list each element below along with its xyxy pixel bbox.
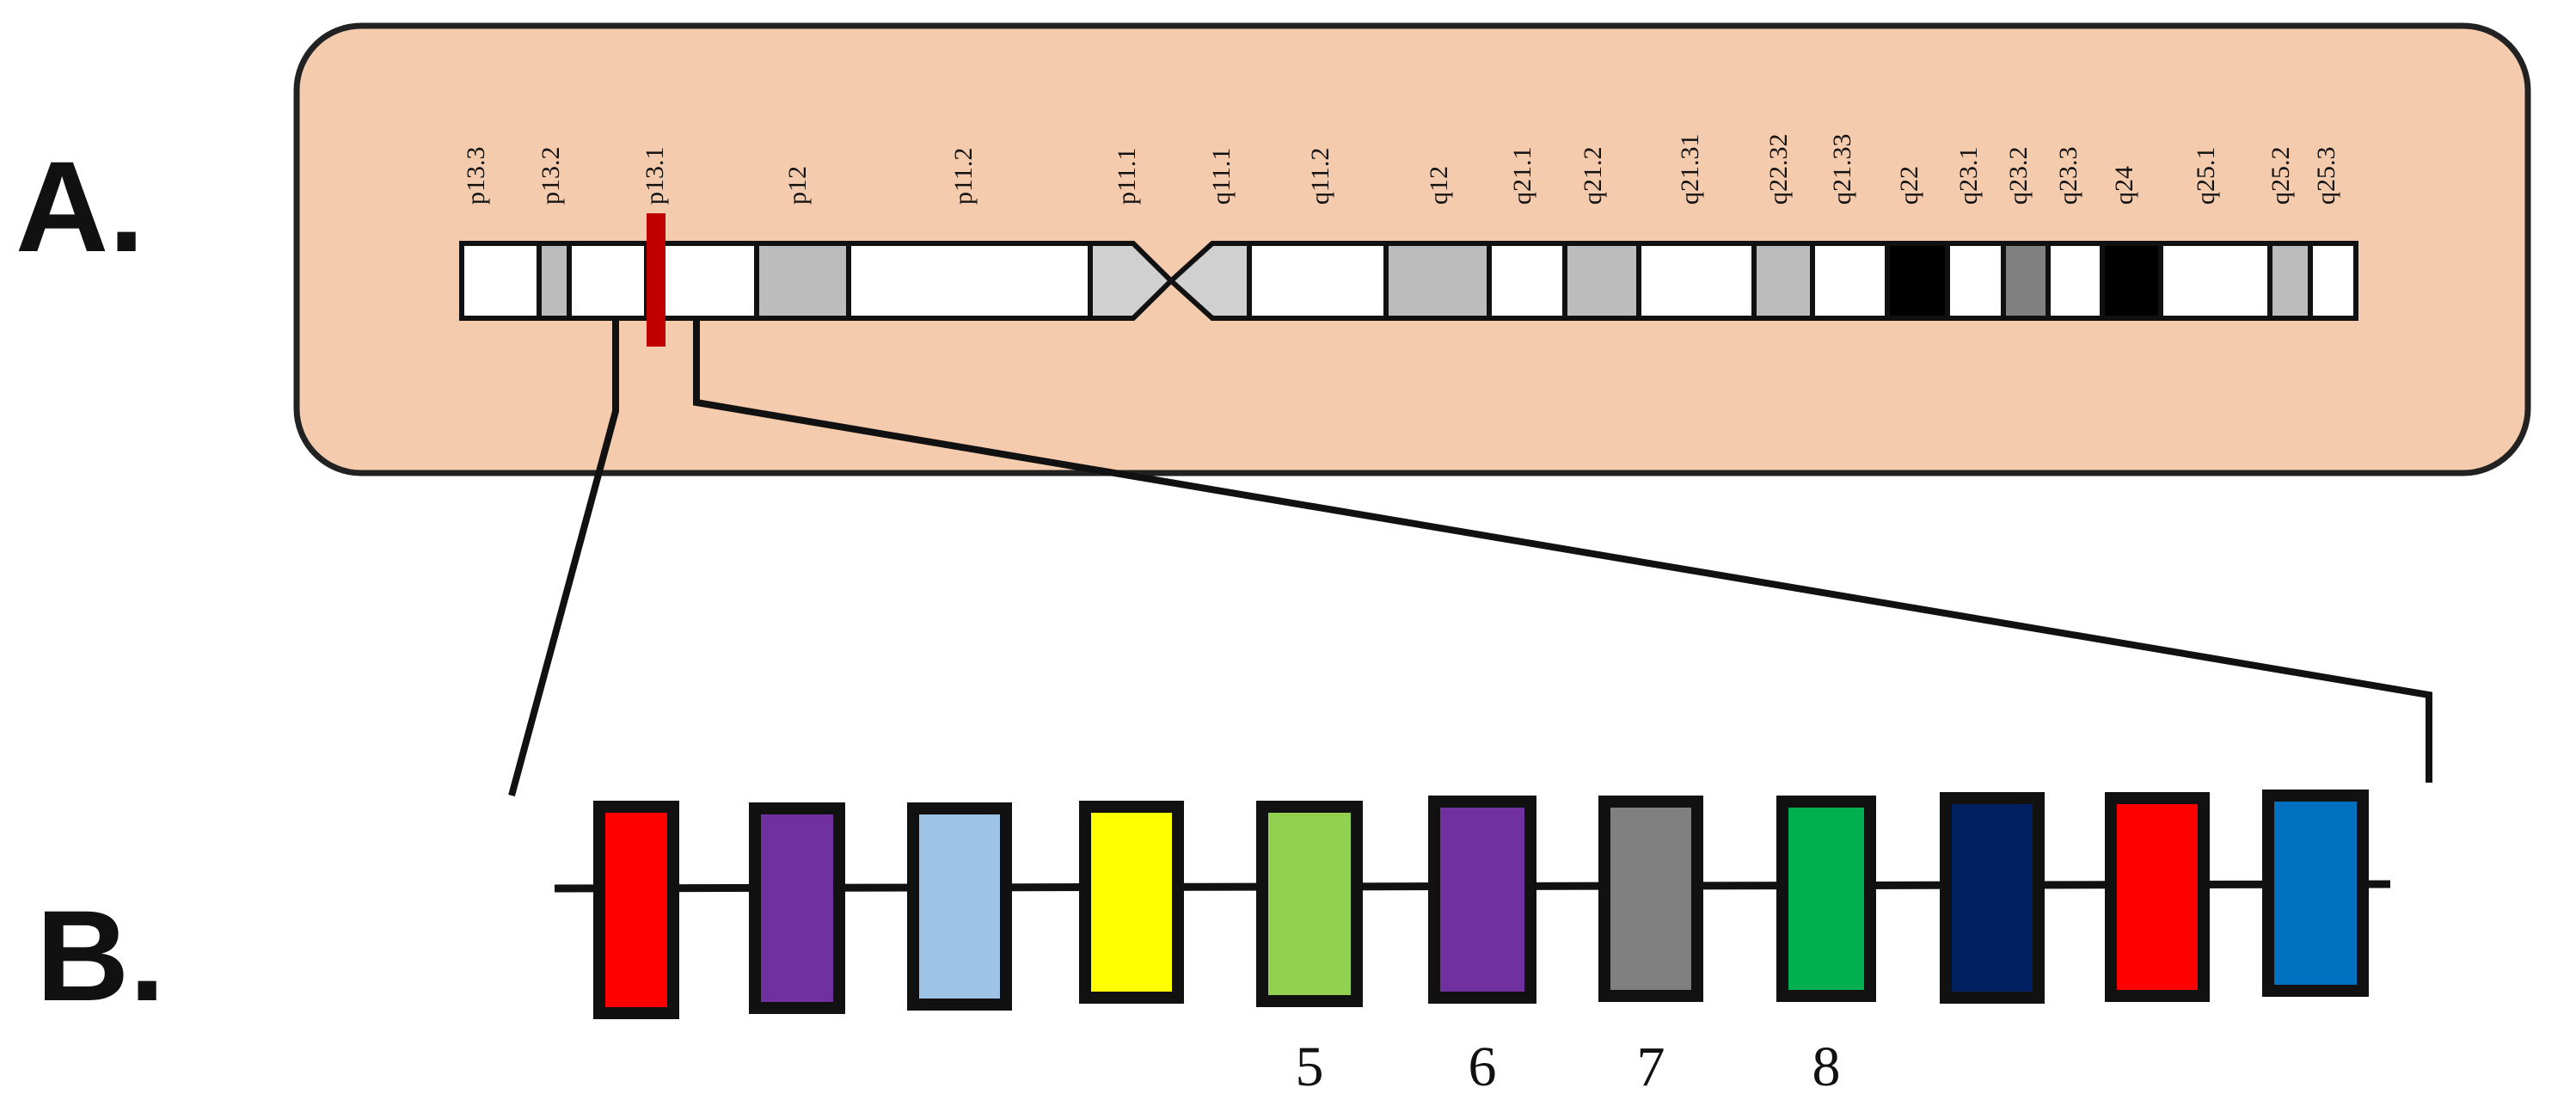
- band-label: p13.2: [537, 147, 565, 206]
- exon-box: [1079, 801, 1184, 1004]
- q-arm-band: [2308, 241, 2358, 321]
- band-label: q21.31: [1676, 134, 1704, 206]
- q-arm-band: [1810, 241, 1890, 321]
- band-labels: p13.3 p13.2 p13.1 p12 p11.2 p11.1 q11.1 q11.2 q1…: [462, 134, 2340, 206]
- exon-number: 7: [1637, 1035, 1665, 1098]
- p-arm-band: [537, 241, 572, 321]
- q-arm-band: [1487, 241, 1567, 321]
- band-label: p13.1: [641, 147, 669, 206]
- q-arm-band: [2100, 241, 2163, 321]
- centromere-q11-1: [1167, 241, 1252, 321]
- exon-box: [593, 801, 679, 1019]
- band-label: q25.2: [2266, 147, 2295, 206]
- band-label: q11.2: [1306, 148, 1334, 205]
- band-label: q24: [2110, 166, 2138, 205]
- exon-number: 5: [1296, 1035, 1324, 1098]
- q-arm-band: [1885, 241, 1950, 321]
- band-label: q21.1: [1508, 147, 1536, 206]
- band-label: q23.1: [1954, 147, 1983, 206]
- zoom-line-right: [693, 318, 2432, 783]
- p-arm-band: [567, 241, 649, 321]
- exon-box: [2105, 792, 2210, 1002]
- q-arm-band: [2158, 241, 2272, 321]
- q-arm-band: [1562, 241, 1641, 321]
- q-arm-band: [2001, 241, 2051, 321]
- exon-number: 6: [1469, 1035, 1497, 1098]
- band-label: p11.1: [1113, 148, 1141, 205]
- centromere-p11-1: [1088, 241, 1175, 321]
- band-label: q23.2: [2004, 147, 2033, 206]
- q-arm-band: [1383, 241, 1492, 321]
- band-label: q25.1: [2192, 147, 2220, 206]
- exon-box: [1776, 796, 1876, 1002]
- band-label: q12: [1425, 166, 1453, 205]
- band-label: q11.1: [1207, 148, 1236, 205]
- p-arm-band: [846, 241, 1093, 321]
- q-arm-band: [1945, 241, 2006, 321]
- band-label: p12: [783, 166, 812, 205]
- band-label: q21.2: [1579, 147, 1607, 206]
- exon-row: 5 6 7 8: [593, 790, 2369, 1098]
- q-arm-band: [1751, 241, 1815, 321]
- p-arm-band: [459, 241, 542, 321]
- p-arm-band: [754, 241, 851, 321]
- exon-box: [907, 802, 1012, 1011]
- exon-box: [1256, 801, 1363, 1007]
- zoom-line-left: [508, 318, 619, 797]
- q-arm-band: [2267, 241, 2313, 321]
- q-arm-band: [2045, 241, 2105, 321]
- gene-locus-marker: [647, 213, 665, 347]
- panel-b-label: B.: [36, 883, 165, 1028]
- band-label: p11.2: [949, 148, 978, 205]
- band-label: q22: [1895, 166, 1923, 205]
- exon-box: [1940, 792, 2045, 1004]
- exon-box: [1598, 796, 1703, 1002]
- band-label: q21.33: [1828, 134, 1856, 206]
- chromosome-ideogram: [459, 241, 2358, 321]
- band-label: q25.3: [2312, 147, 2340, 206]
- exon-box: [749, 802, 845, 1014]
- panel-a-label: A.: [15, 134, 144, 279]
- exon-box: [1428, 796, 1536, 1004]
- band-label: q23.3: [2054, 147, 2082, 206]
- q-arm-band: [1636, 241, 1757, 321]
- exon-number: 8: [1812, 1035, 1841, 1098]
- band-label: p13.3: [462, 147, 490, 206]
- q-arm-band: [1247, 241, 1389, 321]
- band-label: q22.32: [1764, 134, 1793, 206]
- exon-box: [2262, 790, 2369, 997]
